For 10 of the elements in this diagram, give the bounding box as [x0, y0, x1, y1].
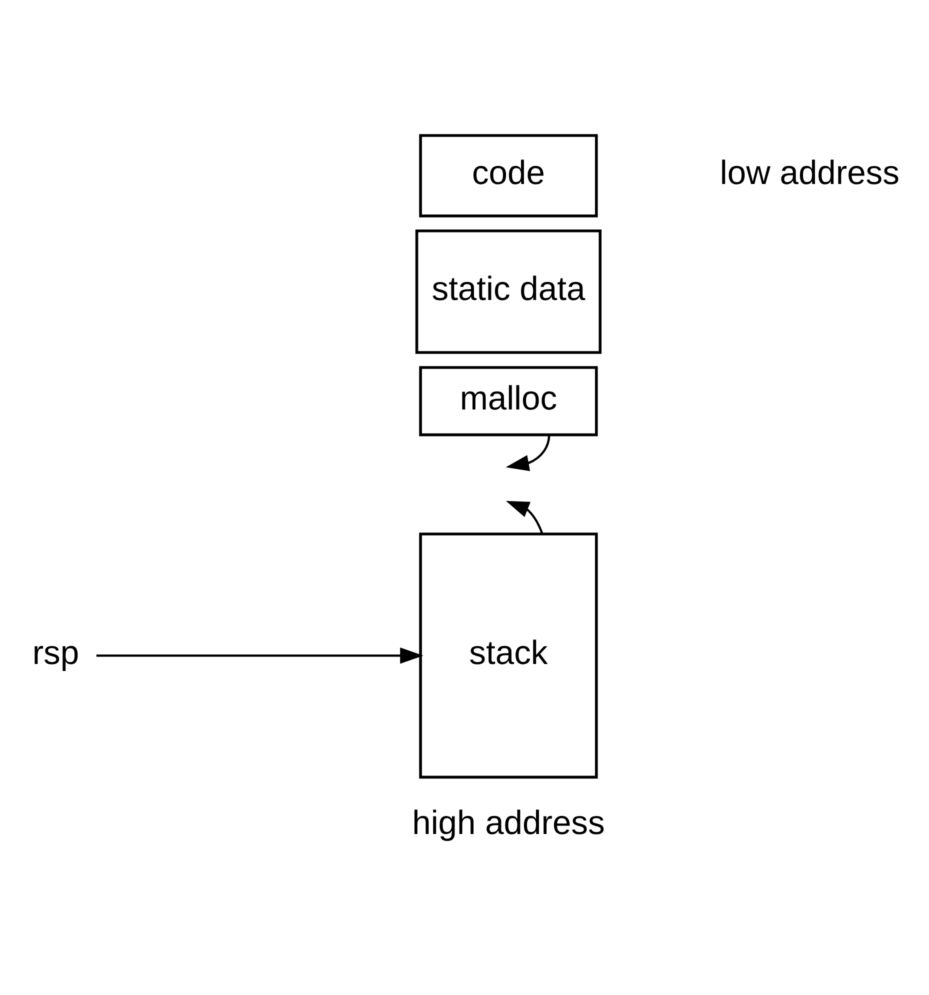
- node-box: static data: [415, 230, 602, 354]
- label: low address: [720, 154, 900, 192]
- node-text: rsp: [32, 634, 80, 672]
- arrow: [506, 436, 550, 472]
- arrow: [96, 647, 424, 664]
- label: high address: [412, 805, 605, 842]
- node-box: stack: [419, 532, 598, 779]
- arrow: [506, 500, 544, 534]
- node-box: malloc: [419, 366, 598, 436]
- node-box: code: [419, 134, 598, 218]
